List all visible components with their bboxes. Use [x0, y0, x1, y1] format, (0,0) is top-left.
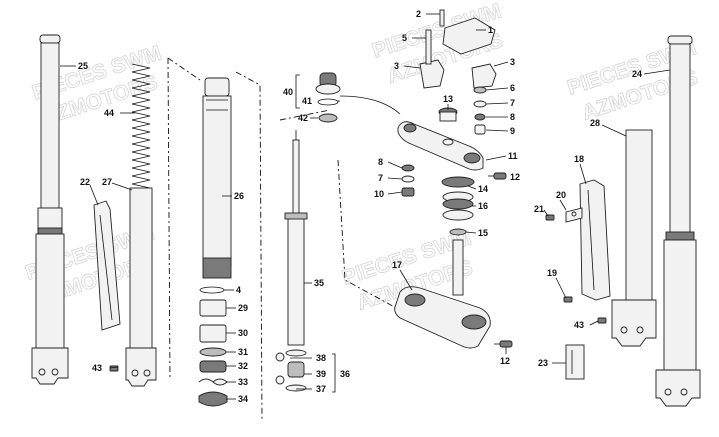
- callout-25: 25: [78, 61, 88, 71]
- bracket-20: [565, 207, 583, 223]
- callout-42: 42: [298, 113, 308, 123]
- callout-13: 13: [443, 94, 453, 104]
- callout-12-lower: 12: [500, 356, 510, 366]
- callout-41: 41: [302, 96, 312, 106]
- callout-4: 4: [236, 285, 241, 295]
- callout-28: 28: [590, 118, 600, 128]
- bar-clamp: [439, 9, 496, 55]
- callout-2: 2: [416, 9, 421, 19]
- clamp-bolt-lower: [494, 340, 513, 348]
- callout-18: 18: [574, 154, 584, 164]
- callout-8-left: 8: [378, 157, 383, 167]
- callout-21: 21: [534, 204, 544, 214]
- clamp-hardware-left: [401, 164, 415, 197]
- fork-guard: [93, 200, 121, 331]
- callout-34: 34: [238, 394, 248, 404]
- callout-32: 32: [238, 361, 248, 371]
- decal-23: [565, 344, 585, 380]
- callout-7-left: 7: [378, 173, 383, 183]
- bar-mount-left: [419, 29, 445, 89]
- callout-15: 15: [478, 228, 488, 238]
- callout-9: 9: [510, 126, 515, 136]
- fork-leg-left: [31, 34, 69, 385]
- callout-19: 19: [547, 268, 557, 278]
- seal-stack: [198, 286, 228, 407]
- callout-5: 5: [402, 33, 407, 43]
- valve-stack: [275, 352, 307, 392]
- callout-44: 44: [104, 108, 114, 118]
- callout-7-right: 7: [510, 98, 515, 108]
- bar-mount-right: [471, 63, 497, 89]
- callout-22: 22: [80, 177, 90, 187]
- callout-36: 36: [340, 369, 350, 379]
- cartridge-tube: [202, 77, 232, 279]
- clamp-bolt-upper: [488, 172, 507, 180]
- callout-23: 23: [538, 358, 548, 368]
- callout-10: 10: [374, 189, 384, 199]
- callout-3-left: 3: [394, 61, 399, 71]
- callout-12-upper: 12: [510, 172, 520, 182]
- outer-tube-27: [125, 187, 157, 387]
- callout-31: 31: [238, 347, 248, 357]
- leader-lines: [60, 13, 671, 400]
- callout-6: 6: [510, 83, 515, 93]
- callout-43-left: 43: [92, 363, 102, 373]
- callout-35: 35: [314, 278, 324, 288]
- lower-triple-clamp: [394, 239, 491, 349]
- callout-40: 40: [283, 87, 293, 97]
- number-plate: [579, 179, 611, 301]
- callout-30: 30: [238, 328, 248, 338]
- callout-14: 14: [478, 184, 488, 194]
- bolt-43-right: [597, 317, 607, 324]
- bolt-19: [563, 296, 573, 303]
- outer-tube-28: [611, 129, 657, 347]
- callout-3-right: 3: [510, 57, 515, 67]
- callout-29: 29: [238, 303, 248, 313]
- callout-39: 39: [316, 369, 326, 379]
- damper-rod: [284, 130, 308, 357]
- callout-26: 26: [234, 191, 244, 201]
- upper-triple-clamp: [397, 121, 484, 171]
- callout-27: 27: [102, 177, 112, 187]
- bearing-set: [441, 176, 475, 236]
- callout-17: 17: [392, 260, 402, 270]
- callout-16: 16: [478, 201, 488, 211]
- steering-nut: [438, 107, 458, 122]
- callout-8-right: 8: [510, 112, 515, 122]
- fork-leg-right: [655, 35, 701, 407]
- callout-33: 33: [238, 377, 248, 387]
- mount-hardware: [473, 86, 487, 135]
- callout-1: 1: [488, 25, 493, 35]
- top-cap-parts: [315, 72, 401, 123]
- callout-24: 24: [632, 69, 642, 79]
- fork-spring: [131, 63, 151, 189]
- bolt-21: [545, 214, 555, 221]
- callout-37: 37: [316, 384, 326, 394]
- callout-20: 20: [556, 190, 566, 200]
- callout-43-right: 43: [574, 320, 584, 330]
- callout-11: 11: [508, 151, 518, 161]
- callout-38: 38: [316, 353, 326, 363]
- callout-labels: 25 44 22 27 43 26 4 29 30 31 32 33 34 35…: [78, 9, 642, 404]
